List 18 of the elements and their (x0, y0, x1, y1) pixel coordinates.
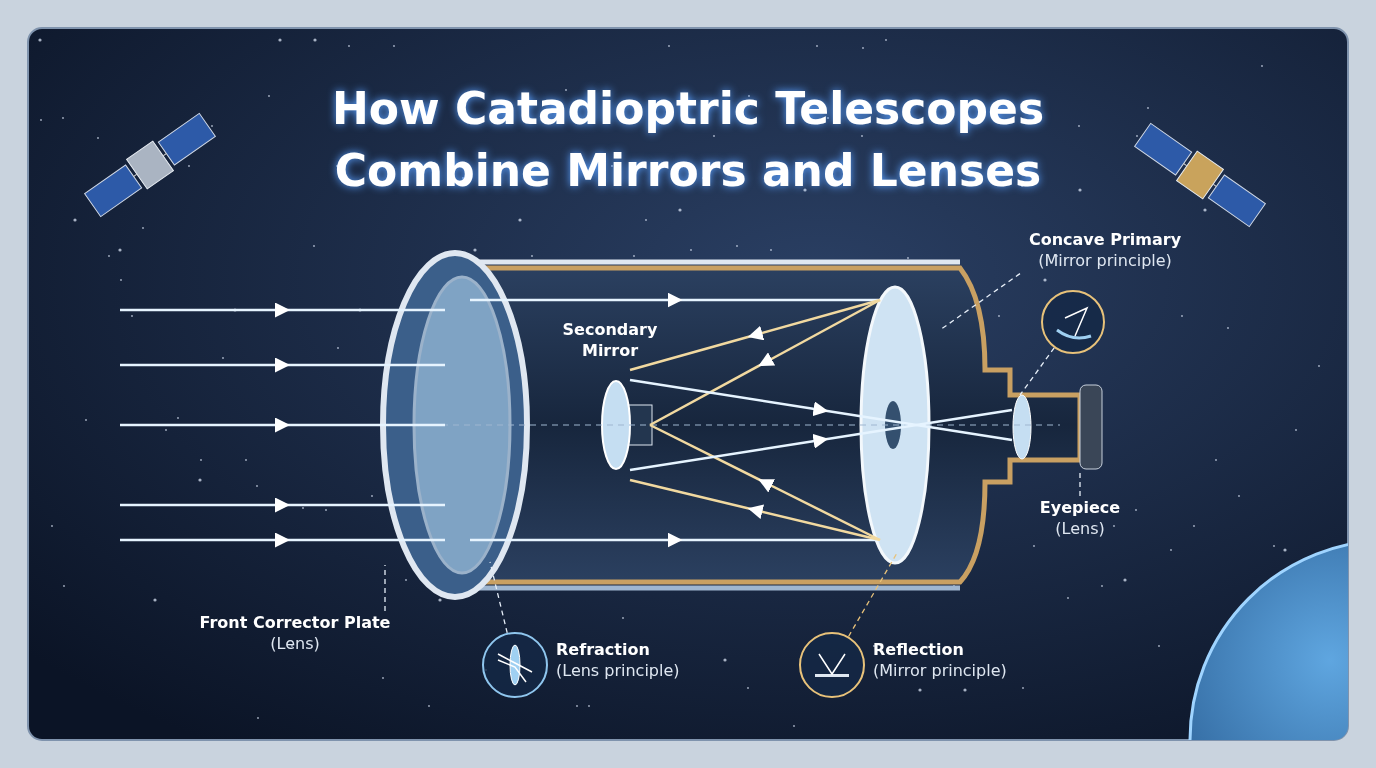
leader-line (384, 564, 386, 612)
callout-sublabel: (Lens) (269, 633, 321, 655)
leader-line (1079, 471, 1081, 497)
principle-label: Refraction (556, 640, 651, 661)
leader-line (847, 552, 898, 638)
callout-label: Concave Primary (1027, 230, 1183, 251)
leader-line (489, 561, 508, 634)
principle-sublabel: (Lens principle) (556, 660, 680, 682)
title: How Catadioptric Telescopes Combine Mirrors and Lenses (330, 82, 1046, 198)
part-label: Secondary Mirror (561, 320, 659, 362)
principle-label: Reflection (873, 640, 965, 661)
principle-sublabel: (Mirror principle) (873, 660, 1007, 682)
callout-label: Eyepiece (1038, 498, 1122, 519)
callout-label: Front Corrector Plate (198, 613, 392, 634)
callout-sublabel: (Mirror principle) (1037, 250, 1173, 272)
leader-line (1019, 347, 1055, 396)
leader-line (939, 272, 1021, 331)
callout-sublabel: (Lens) (1054, 518, 1106, 540)
